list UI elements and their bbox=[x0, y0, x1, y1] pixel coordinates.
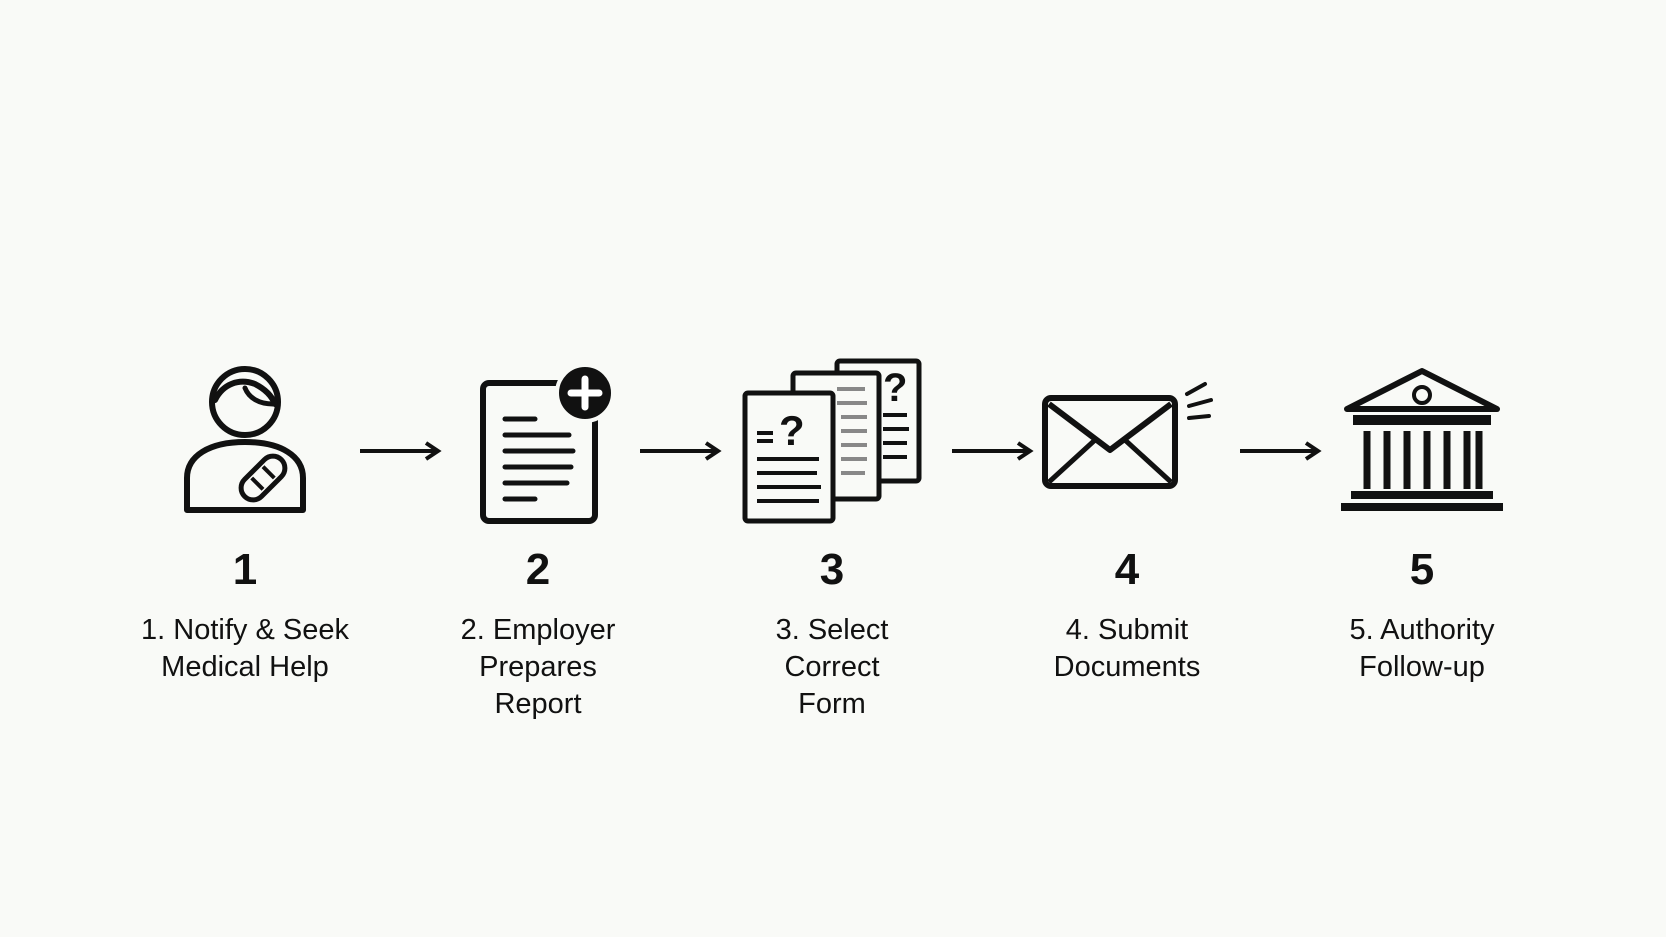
step-2: 2 2. Employer Prepares Report bbox=[388, 350, 688, 723]
step-label: 4. Submit Documents bbox=[1053, 614, 1201, 683]
step-3: ? ? bbox=[682, 350, 982, 723]
forms-question-icon: ? ? bbox=[732, 350, 932, 530]
injured-person-icon bbox=[145, 350, 345, 530]
step-label: 1. Notify & Seek Medical Help bbox=[141, 614, 349, 683]
step-4: 4 4. Submit Documents bbox=[977, 350, 1277, 686]
government-building-icon bbox=[1322, 350, 1522, 530]
step-number: 2 bbox=[525, 545, 551, 594]
step-5: 5 5. Authority Follow-up bbox=[1272, 350, 1572, 686]
arrow-icon bbox=[360, 441, 442, 461]
envelope-send-icon bbox=[1027, 350, 1227, 530]
step-number: 5 bbox=[1409, 545, 1435, 594]
step-number: 4 bbox=[1114, 545, 1140, 594]
step-label: 3. Select Correct Form bbox=[775, 614, 889, 720]
step-number: 1 bbox=[232, 545, 258, 594]
step-1: 1 1. Notify & Seek Medical Help bbox=[95, 350, 395, 686]
arrow-icon bbox=[952, 441, 1034, 461]
report-add-icon bbox=[438, 350, 638, 530]
step-label: 5. Authority Follow-up bbox=[1349, 614, 1495, 683]
svg-text:?: ? bbox=[883, 366, 907, 410]
step-label: 2. Employer Prepares Report bbox=[460, 614, 616, 720]
arrow-icon bbox=[1240, 441, 1322, 461]
svg-text:?: ? bbox=[779, 407, 805, 454]
step-number: 3 bbox=[819, 545, 845, 594]
arrow-icon bbox=[640, 441, 722, 461]
